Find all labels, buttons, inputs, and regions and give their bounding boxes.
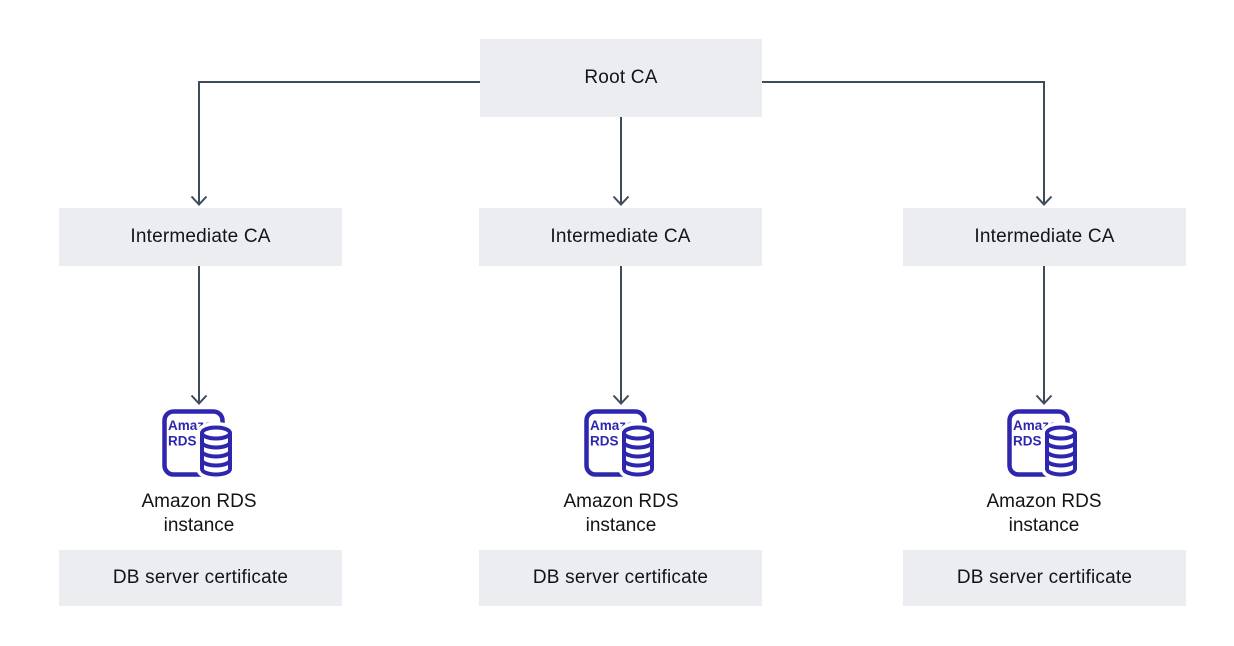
database-icon <box>1045 425 1077 477</box>
rds-instance-label-line2: instance <box>1008 515 1080 536</box>
node-intermediate-ca-2: Intermediate CA <box>479 208 762 266</box>
node-db-server-certificate-3: DB server certificate <box>903 550 1186 606</box>
root-ca-label: Root CA <box>584 67 658 88</box>
rds-instance-label-line2: instance <box>163 515 235 536</box>
amazon-rds-icon: Amazon RDS <box>1007 409 1081 479</box>
db-server-certificate-label: DB server certificate <box>956 567 1133 588</box>
connector-line <box>198 81 480 203</box>
rds-instance-label: Amazon RDS instance <box>903 490 1185 538</box>
rds-instance-label-line2: instance <box>585 515 657 536</box>
rds-instance-label: Amazon RDS instance <box>480 490 762 538</box>
intermediate-ca-label: Intermediate CA <box>550 226 691 247</box>
amazon-rds-icon: Amazon RDS <box>162 409 236 479</box>
database-icon <box>200 425 232 477</box>
rds-instance-label-line1: Amazon RDS <box>986 491 1102 512</box>
intermediate-ca-label: Intermediate CA <box>974 226 1115 247</box>
intermediate-ca-label: Intermediate CA <box>130 226 271 247</box>
node-intermediate-ca-1: Intermediate CA <box>59 208 342 266</box>
db-server-certificate-label: DB server certificate <box>532 567 709 588</box>
rds-icon-text-line2: RDS <box>1013 434 1042 449</box>
connector-line <box>762 81 1045 203</box>
rds-instance-label: Amazon RDS instance <box>58 490 340 538</box>
arrow-down-icon <box>190 195 208 206</box>
db-server-certificate-label: DB server certificate <box>112 567 289 588</box>
rds-icon-text-line2: RDS <box>168 434 197 449</box>
arrow-down-icon <box>612 394 630 405</box>
node-root-ca: Root CA <box>480 39 762 117</box>
node-intermediate-ca-3: Intermediate CA <box>903 208 1186 266</box>
rds-icon-text-line2: RDS <box>590 434 619 449</box>
node-db-server-certificate-2: DB server certificate <box>479 550 762 606</box>
rds-instance-label-line1: Amazon RDS <box>141 491 257 512</box>
arrow-down-icon <box>1035 394 1053 405</box>
database-icon <box>622 425 654 477</box>
arrow-down-icon <box>190 394 208 405</box>
arrow-down-icon <box>612 195 630 206</box>
node-db-server-certificate-1: DB server certificate <box>59 550 342 606</box>
amazon-rds-icon: Amazon RDS <box>584 409 658 479</box>
arrow-down-icon <box>1035 195 1053 206</box>
rds-instance-label-line1: Amazon RDS <box>563 491 679 512</box>
